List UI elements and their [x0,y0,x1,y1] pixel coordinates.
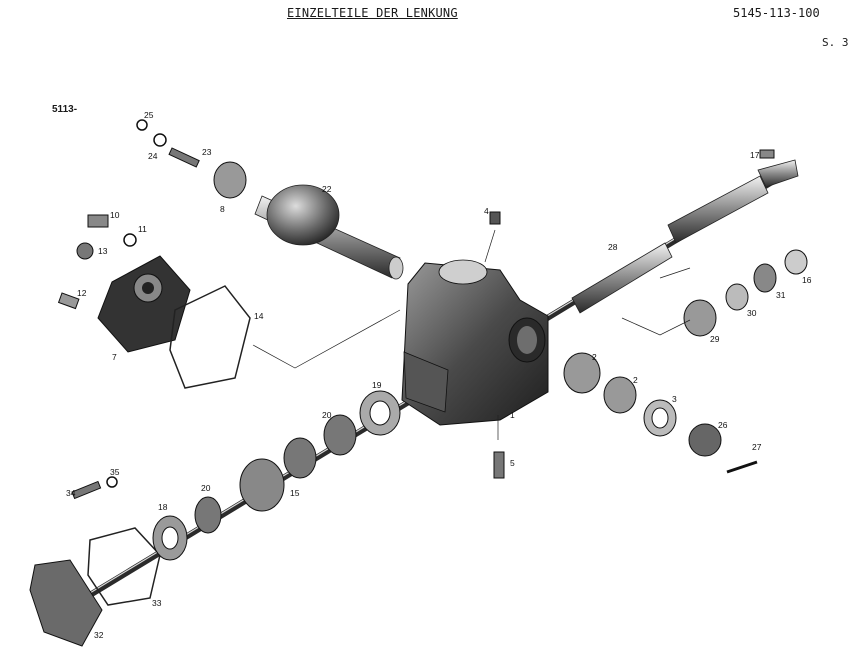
label-part-31: 31 [776,290,786,300]
page-number: S. 3 [822,36,849,49]
document-number: 5145-113-100 [733,6,820,20]
end-plate [29,559,103,647]
label-part-32: 32 [94,630,104,640]
label-part-12: 12 [77,288,87,298]
bearings [152,390,401,561]
label-part-25: 25 [144,110,154,120]
label-part-24: 24 [148,151,158,161]
label-part-35: 35 [110,467,120,477]
label-part-28: 28 [608,242,618,252]
label-part-13: 13 [98,246,108,256]
cover-gasket [169,285,251,389]
label-part-14: 14 [254,311,264,321]
label-part-22: 22 [322,184,332,194]
label-part-15: 15 [290,488,300,498]
label-part-17: 17 [750,150,760,160]
label-part-16: 16 [802,275,812,285]
group-label: 5113- [52,104,78,115]
label-part-4: 4 [484,206,489,216]
side-cover [97,255,191,353]
leader-lines [252,229,691,440]
label-part-2b: 2 [633,375,638,385]
label-part-5: 5 [510,458,515,468]
label-part-10: 10 [110,210,120,220]
sector-shaft [254,184,404,280]
label-part-30: 30 [747,308,757,318]
label-part-29: 29 [710,334,720,344]
steering-housing [401,259,549,426]
label-part-19: 19 [372,380,382,390]
label-part-1: 1 [510,410,515,420]
page-title: EINZELTEILE DER LENKUNG [287,6,458,20]
label-part-27: 27 [752,442,762,452]
label-part-26: 26 [718,420,728,430]
label-part-2a: 2 [592,352,597,362]
label-part-8: 8 [220,204,225,214]
small-parts [57,119,775,500]
label-part-33: 33 [152,598,162,608]
label-part-23: 23 [202,147,212,157]
part-labels: 1 2 2 3 4 5 7 8 10 11 12 13 14 15 16 17 … [66,110,812,640]
label-part-20b: 20 [201,483,211,493]
end-gasket [87,527,161,606]
label-part-11: 11 [138,224,147,234]
right-bearings [563,249,808,457]
label-part-18: 18 [158,502,168,512]
label-part-20a: 20 [322,410,332,420]
label-part-34: 34 [66,488,76,498]
label-part-7: 7 [112,352,117,362]
label-part-3: 3 [672,394,677,404]
